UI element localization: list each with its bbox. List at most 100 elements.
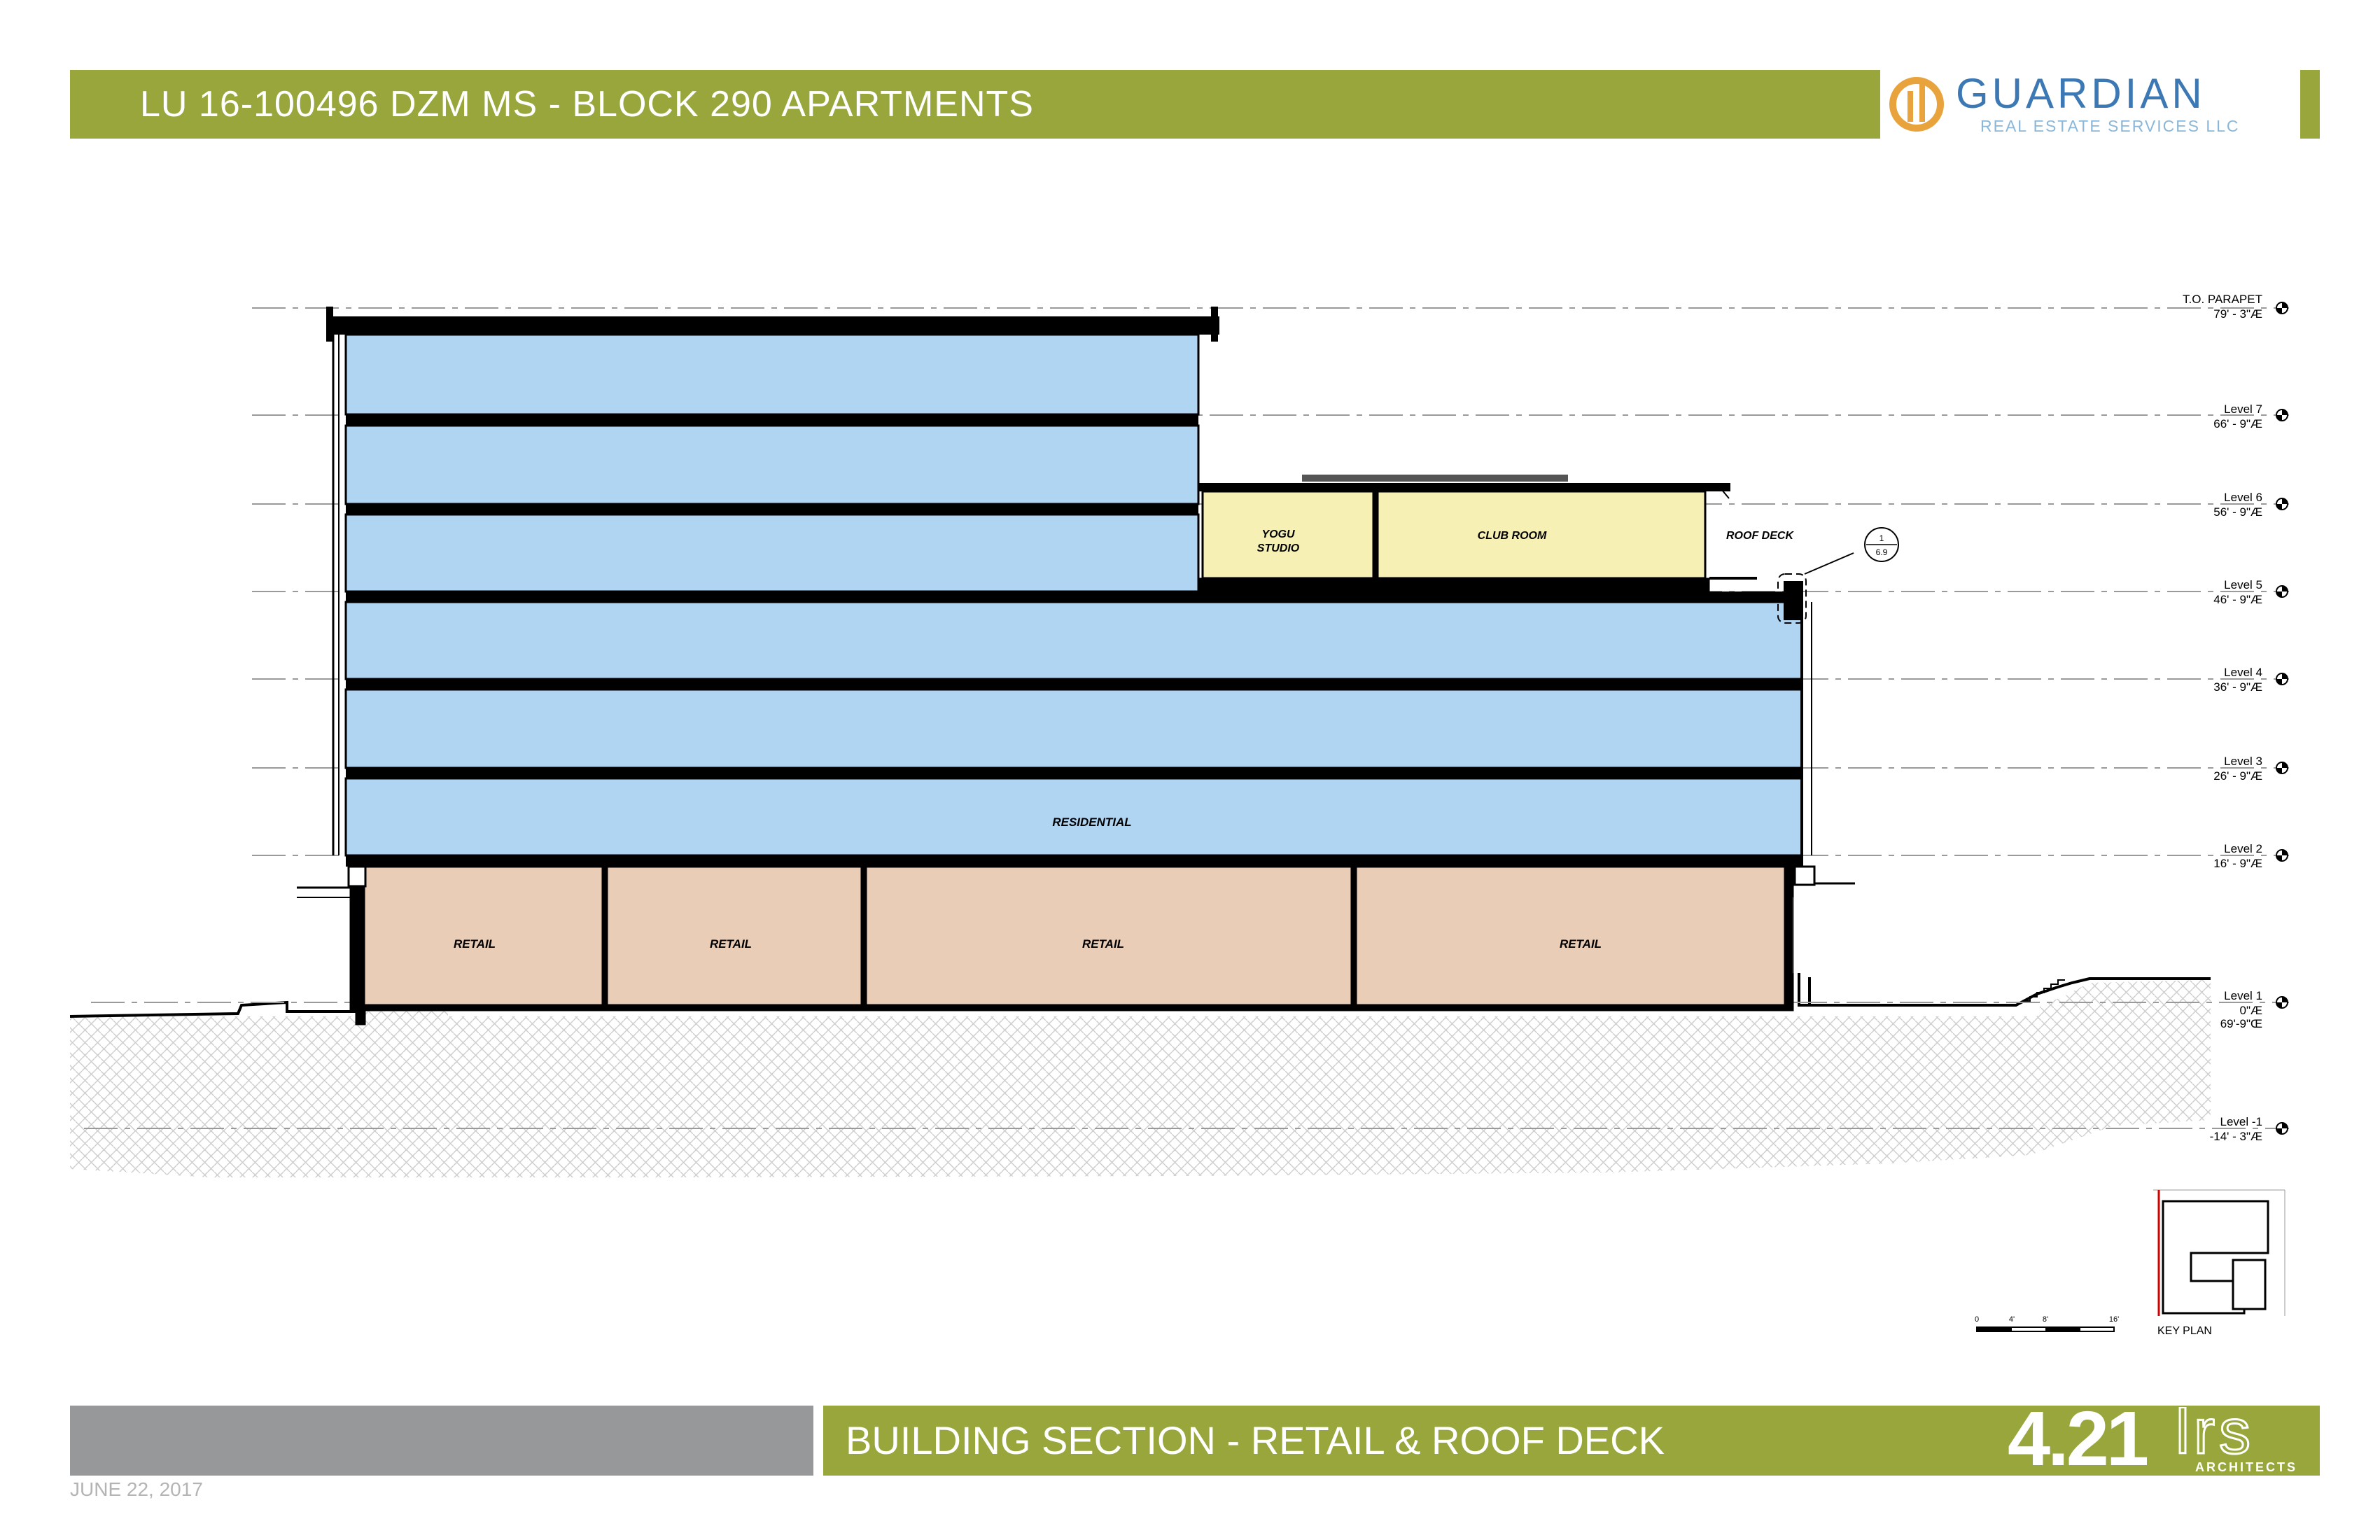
label-retail-1: RETAIL [454,937,496,951]
label-retail-4: RETAIL [1560,937,1602,951]
lrs-mark: lrs [2176,1407,2255,1467]
lrs-subtitle: ARCHITECTS [2195,1460,2297,1474]
level-marker-icon [2276,673,2288,685]
scale-tick-8: 8' [2043,1315,2048,1324]
deck-edge-detail [1777,552,1854,624]
club-room [1376,490,1707,580]
roof-edge-detail [1721,489,1730,499]
slab-4 [346,679,1802,690]
level-name-7: Level 7 [2224,402,2262,416]
logo-name: GUARDIAN [1956,70,2206,117]
label-roof-deck: ROOF DECK [1726,530,1794,542]
guardian-logo-graphic: GUARDIAN REAL ESTATE SERVICES LLC [1889,70,2240,135]
roof-slab [330,316,1219,335]
detail-parapet [1784,581,1803,620]
floor-6 [344,424,1200,505]
level-marker-icon [2276,996,2288,1009]
detail-leader [1804,552,1854,575]
canopy-left [347,865,367,888]
floor-slabs [326,307,1802,867]
level-marker-icon [2276,409,2288,421]
level-elev-1: 0"Æ [2240,1004,2263,1017]
retail-demising-wall-1 [601,866,608,1006]
scale-bar: 0 4' 8' 16' [1975,1315,2119,1332]
floor-3 [344,688,1803,769]
level-name-4: Level 4 [2224,666,2262,679]
level-elev-7: 66' - 9"Æ [2213,417,2262,430]
retaining-wall [1798,973,1811,1007]
retail-demising-wall-3 [1350,866,1357,1006]
callout-number: 1 [1879,533,1884,543]
level-tags: T.O. PARAPET 79' - 3"Æ Level 7 66' - 9"Æ… [2183,293,2262,1143]
level-marker-icon [2276,849,2288,862]
project-title: LU 16-100496 DZM MS - BLOCK 290 APARTMEN… [140,84,1034,125]
level-name-parapet: T.O. PARAPET [2183,293,2262,306]
lrs-logo: lrs ARCHITECTS [2175,1407,2297,1474]
amenity-roof-slab [1198,483,1730,491]
residential-floors [344,333,1803,857]
level-name-5: Level 5 [2224,578,2262,592]
grade-line-left [69,1000,364,1018]
level-elev-2: 16' - 9"Æ [2213,857,2262,870]
level-name-6: Level 6 [2224,491,2262,504]
retail-demising-wall-2 [860,866,867,1006]
scale-tick-0: 0 [1975,1315,1979,1324]
label-club-room: CLUB ROOM [1478,530,1547,542]
label-retail-3: RETAIL [1082,937,1124,951]
amenity-partition [1373,491,1378,579]
label-yoga-1: YOGU [1261,528,1295,540]
logo-bar-icon [1907,91,1913,122]
level-elev-minus-1: -14' - 3"Æ [2210,1130,2262,1143]
logo-subtitle: REAL ESTATE SERVICES LLC [1980,117,2240,135]
guardian-logo: GUARDIAN REAL ESTATE SERVICES LLC [1880,70,2300,139]
level-elev-4: 36' - 9"Æ [2213,680,2262,694]
level-name-minus-1: Level -1 [2220,1115,2262,1128]
sheet-number: 4.21 [2008,1396,2149,1482]
label-yoga-2: STUDIO [1257,542,1300,554]
rooftop-equipment [1302,475,1568,482]
site-stair [2015,979,2065,1006]
sheet-date: JUNE 22, 2017 [70,1478,203,1500]
level-name-1: Level 1 [2224,989,2262,1002]
sheet-title: BUILDING SECTION - RETAIL & ROOF DECK [846,1418,1665,1462]
retail-west-wall [349,866,365,1006]
ground-slab [349,1004,1794,1011]
level-name-2: Level 2 [2224,842,2262,855]
footer-green-bar [823,1406,2320,1476]
slab-7 [346,414,1198,426]
detail-outline [1777,573,1807,624]
exterior-walls [332,335,1812,867]
parapet-right [1211,307,1218,342]
footer-gray-bar [70,1406,813,1476]
callout-sheet: 6.9 [1876,547,1888,557]
level-marker-icon [2276,302,2288,314]
level-elev-1-datum: 69'-9"Œ [2220,1017,2262,1030]
floor-4 [344,601,1803,680]
floor-7 [344,333,1200,416]
level-markers [2276,302,2288,1135]
slab-6 [346,504,1198,514]
canopy-right [1793,865,1816,886]
floor-5-tower [344,513,1200,593]
label-retail-2: RETAIL [710,937,752,951]
parapet-left [326,307,333,342]
slab-5 [346,592,1802,602]
detail-callout: 1 6.9 [1864,527,1899,562]
logo-bar-icon [1919,84,1925,122]
level-elev-parapet: 79' - 3"Æ [2213,307,2262,321]
level-elev-3: 26' - 9"Æ [2213,769,2262,783]
level-marker-icon [2276,498,2288,510]
level-elev-5: 46' - 9"Æ [2213,593,2262,606]
scale-tick-16: 16' [2109,1315,2119,1324]
level-elev-6: 56' - 9"Æ [2213,505,2262,519]
level-marker-icon [2276,1122,2288,1135]
label-residential: RESIDENTIAL [1052,816,1131,829]
key-plan-block [2232,1259,2267,1310]
logo-ring-icon [1889,77,1944,132]
level-marker-icon [2276,585,2288,598]
key-plan: KEY PLAN [2153,1189,2286,1337]
key-plan-label: KEY PLAN [2157,1325,2212,1337]
level-marker-icon [2276,762,2288,774]
retail-level [363,865,1786,1007]
slab-2 [346,855,1802,867]
